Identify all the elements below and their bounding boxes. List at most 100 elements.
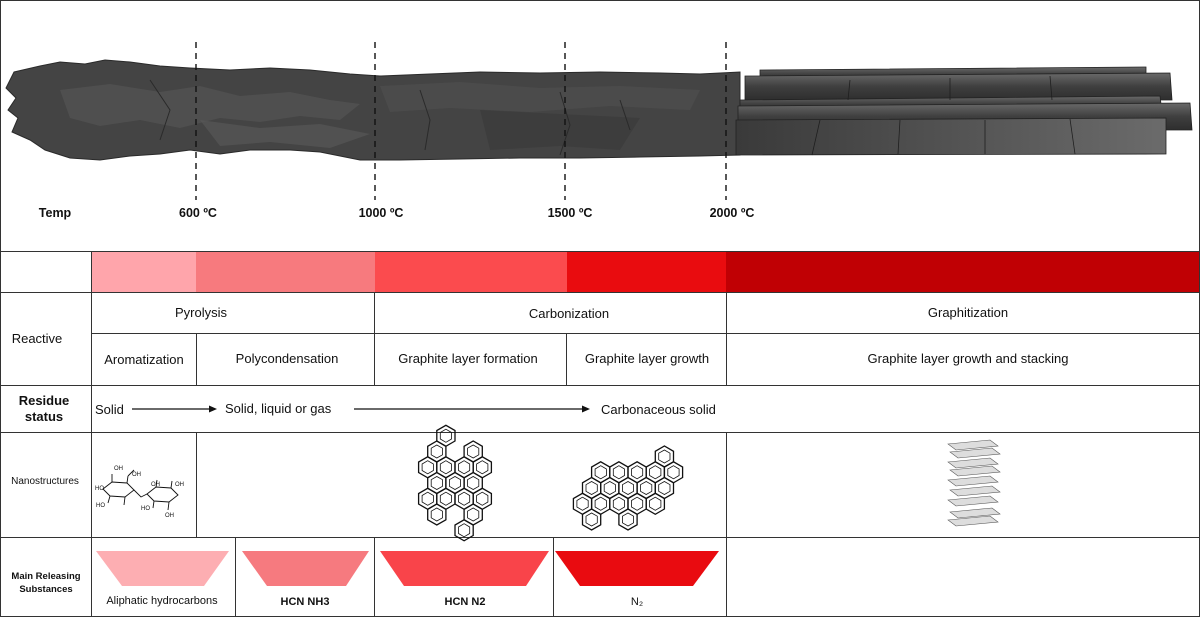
arrow-head-right-icon (209, 405, 217, 413)
residue-state-mixed: Solid, liquid or gas (225, 401, 332, 416)
residue-state-carbonaceous: Carbonaceous solid (601, 402, 716, 417)
aromatic-ring-inner-ring (622, 481, 634, 495)
aromatic-ring-inner-ring (476, 460, 489, 475)
aromatic-ring-inner-ring (585, 512, 598, 527)
aromatic-ring-inner-ring (439, 460, 452, 475)
aromatic-ring-inner-ring (631, 465, 644, 480)
stage-carbonization: Carbonization (529, 306, 609, 321)
material-strip-illustration (5, 59, 1193, 161)
release-shape-2 (242, 551, 369, 586)
temp-600-label: 600 ºC (179, 206, 217, 220)
aromatic-ring-inner-ring (458, 491, 471, 506)
aromatic-ring (590, 461, 611, 484)
aromatic-ring-inner-ring (658, 449, 671, 464)
residue-arrows (132, 405, 590, 413)
aromatic-ring (581, 508, 602, 531)
graphene-layer (949, 465, 1001, 477)
aromatic-ring-inner-ring (594, 496, 607, 511)
aromatic-ring-inner-ring (430, 507, 443, 522)
graphene-layer (947, 495, 999, 507)
aromatic-ring-inner-ring (667, 465, 680, 480)
aromatic-ring-inner-ring (430, 444, 443, 459)
process-polycondensation: Polycondensation (236, 351, 339, 366)
process-graphite-layer-formation: Graphite layer formation (398, 351, 537, 366)
graphene-layer (949, 507, 1001, 519)
releasing-trapezoids (96, 551, 719, 586)
hydroxyl-label: HO (141, 506, 150, 512)
graphite-layer-formation-molecule-icon (417, 424, 493, 542)
temperature-color-band (92, 252, 1200, 292)
graphene-layer (949, 485, 1001, 497)
temp-1500-label: 1500 ºC (548, 206, 593, 220)
aromatic-ring (645, 492, 666, 516)
band-segment-2 (196, 252, 375, 292)
temperature-markers (195, 42, 727, 200)
band-segment-1 (92, 252, 196, 292)
band-segment-3 (375, 252, 567, 292)
stage-pyrolysis: Pyrolysis (175, 305, 228, 320)
sugar-molecule-icon (102, 469, 179, 511)
release-shape-3 (380, 551, 549, 586)
aromatic-ring-inner-ring (612, 496, 625, 511)
aromatic-ring-inner-ring (576, 496, 589, 511)
aromatic-ring-inner-ring (612, 465, 625, 480)
aromatic-ring-inner-ring (640, 481, 653, 495)
releasing-row-label-line2: Substances (19, 584, 72, 595)
aromatic-ring-inner-ring (449, 476, 461, 490)
aromatic-ring-inner-ring (467, 476, 480, 490)
aromatic-ring-inner-ring (421, 491, 434, 506)
aromatic-ring-inner-ring (467, 507, 480, 522)
aromatic-ring-inner-ring (585, 481, 598, 495)
aromatic-ring-inner-ring (649, 496, 662, 511)
hydroxyl-label: OH (175, 482, 184, 488)
aromatic-ring-inner-ring (476, 491, 489, 506)
release-n2: N₂ (631, 596, 643, 608)
stacked-graphene-layers-icon (947, 439, 1001, 527)
aromatic-ring-inner-ring (439, 491, 452, 506)
process-aromatization: Aromatization (104, 352, 183, 367)
aromatic-ring-inner-ring (421, 460, 434, 475)
residue-row-label-line2: status (25, 409, 63, 424)
aromatic-ring (463, 503, 483, 526)
graphene-layer (947, 457, 999, 469)
aromatic-ring-inner-ring (439, 428, 452, 443)
residue-state-solid: Solid (95, 402, 124, 417)
aromatic-ring (463, 440, 483, 463)
graphene-layer (947, 439, 999, 451)
graphene-layer (947, 475, 999, 487)
hydroxyl-label: HO (96, 503, 105, 509)
aromatic-ring-inner-ring (658, 481, 671, 495)
hydroxyl-label: OH (132, 472, 141, 478)
aromatic-ring-inner-ring (467, 444, 480, 459)
hydroxyl-label: HO (95, 486, 104, 492)
process-graphite-layer-growth: Graphite layer growth (585, 351, 709, 366)
aromatic-ring-inner-ring (458, 460, 471, 475)
hydroxyl-label: OH (165, 513, 174, 519)
temp-label: Temp (39, 206, 72, 220)
aromatic-ring-inner-ring (430, 476, 443, 490)
releasing-row-label-line1: Main Releasing (11, 571, 80, 582)
aromatic-ring (427, 503, 447, 526)
graphite-layer-growth-molecule-icon (572, 445, 684, 531)
reactive-row-label: Reactive (12, 331, 63, 346)
temp-2000-label: 2000 ºC (710, 206, 755, 220)
aromatic-ring-inner-ring (622, 512, 634, 527)
aromatic-ring-inner-ring (603, 481, 616, 495)
residue-row-label-line1: Residue (19, 393, 70, 408)
hydroxyl-label: OH (151, 482, 160, 488)
aromatic-ring (654, 445, 675, 468)
graphene-layer (947, 515, 999, 527)
release-aliphatic-hydrocarbons: Aliphatic hydrocarbons (106, 595, 218, 607)
aromatic-ring-inner-ring (594, 465, 607, 480)
aromatic-ring-inner-ring (649, 465, 662, 480)
release-shape-4 (555, 551, 719, 586)
aromatic-ring (436, 424, 456, 448)
aromatic-ring (627, 461, 647, 484)
process-graphite-growth-stacking: Graphite layer growth and stacking (868, 351, 1069, 366)
aromatic-ring (618, 508, 638, 531)
aromatic-ring-inner-ring (631, 496, 644, 511)
release-shape-1 (96, 551, 229, 586)
aromatic-ring-inner-ring (458, 523, 471, 538)
